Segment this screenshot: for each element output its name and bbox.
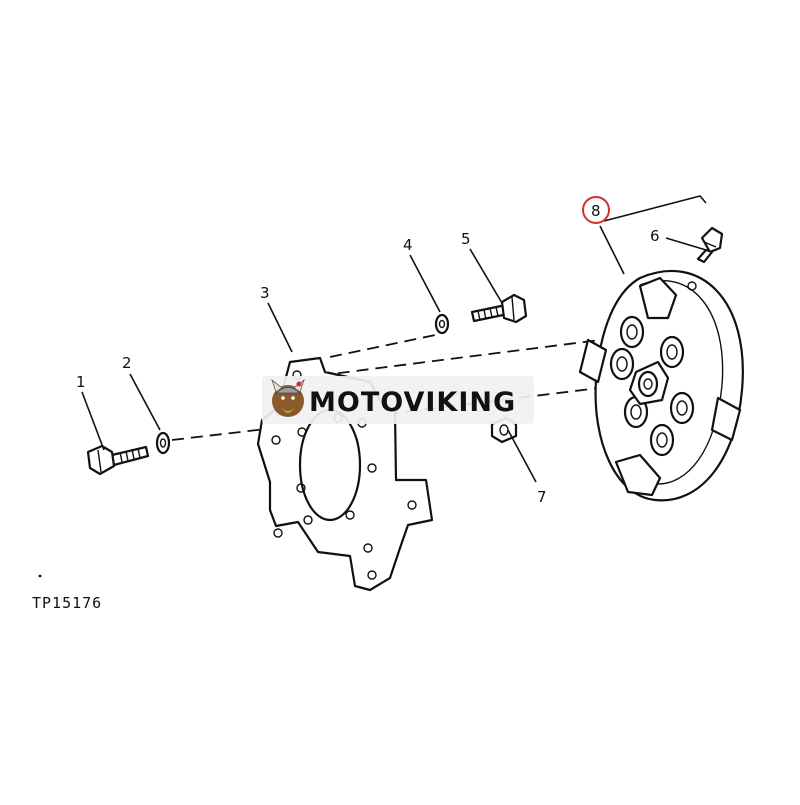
part-5-bolt	[470, 293, 528, 324]
callout-3: 3	[260, 284, 270, 302]
damper-bolt-bosses	[609, 315, 695, 457]
callout-5: 5	[461, 230, 471, 248]
part-8-damper-assembly	[578, 269, 744, 502]
leader-1	[81, 391, 105, 451]
stray-dot	[38, 574, 42, 578]
part-1-bolt	[86, 444, 150, 476]
callout-4: 4	[403, 236, 413, 254]
drawing-reference-code: TP15176	[32, 594, 102, 612]
leader-8	[599, 225, 625, 275]
callout-7: 7	[537, 488, 547, 506]
leader-4	[409, 254, 441, 313]
leader-2	[129, 373, 161, 431]
leader-7	[507, 429, 537, 483]
callout-2: 2	[122, 354, 132, 372]
leader-3	[267, 302, 293, 353]
part-2-washer	[155, 431, 171, 455]
callout-8-highlight-ring	[582, 196, 610, 224]
assembly-line-upper	[329, 333, 441, 358]
part-4-washer	[434, 313, 450, 335]
assembly-line-middle	[299, 339, 601, 379]
part-6-fitting	[696, 226, 724, 264]
leader-6	[665, 237, 707, 251]
watermark-text: MOTOVIKING	[309, 387, 516, 418]
leader-5	[469, 248, 503, 304]
callout-1: 1	[76, 373, 86, 391]
leader-8-bracket	[603, 195, 707, 222]
callout-8: 8	[591, 202, 601, 220]
callout-6: 6	[650, 227, 660, 245]
viking-mascot-icon	[271, 378, 305, 417]
watermark-banner: MOTOVIKING	[262, 376, 534, 424]
damper-center-hub	[628, 360, 670, 406]
